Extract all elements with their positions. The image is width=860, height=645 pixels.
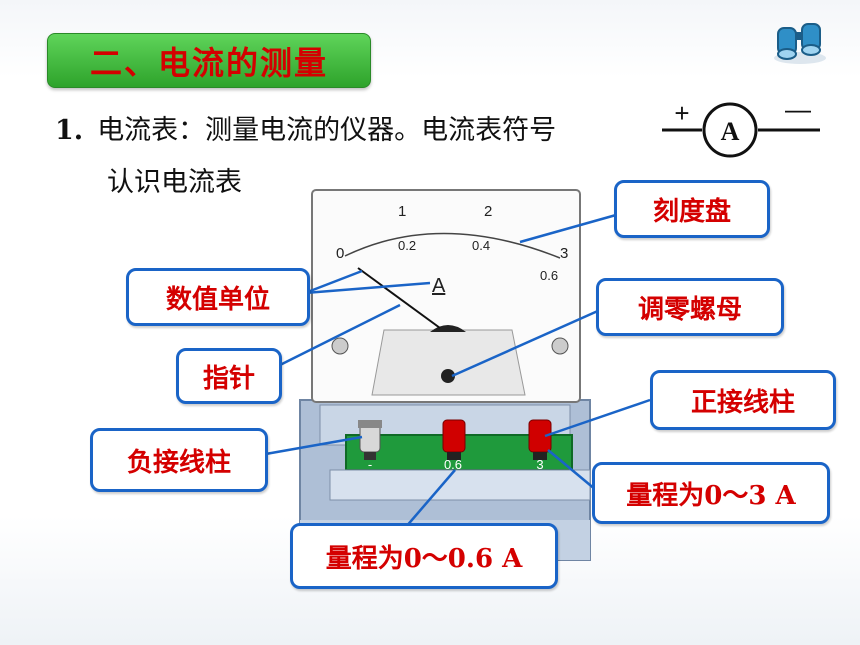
- scale-bottom-02: 0.2: [398, 238, 416, 253]
- range-terminal-0-6: [442, 419, 466, 460]
- callout-dial: 刻度盘: [614, 180, 770, 238]
- callout-pointer: 指针: [176, 348, 282, 404]
- subheading: 认识电流表: [107, 167, 242, 198]
- callout-range-large: 量程为0～3 A: [592, 462, 830, 524]
- item-line: 1. 电流表：测量电流的仪器。电流表符号: [55, 108, 556, 147]
- scale-top-0: 0: [336, 245, 344, 262]
- terminal-right-label: 3: [536, 457, 543, 472]
- scale-top-1: 1: [398, 203, 406, 220]
- callout-positive: 正接线柱: [650, 370, 836, 430]
- ammeter-symbol: + A —: [662, 96, 820, 158]
- scale-bottom-04: 0.4: [472, 238, 490, 253]
- symbol-letter: A: [721, 117, 740, 146]
- scale-bottom-06: 0.6: [540, 268, 558, 283]
- terminal-mid-label: 0.6: [444, 457, 462, 472]
- symbol-plus: +: [674, 98, 689, 128]
- section-title: 二、电流的测量: [47, 33, 371, 88]
- callout-unit: 数值单位: [126, 268, 310, 326]
- callout-zero-screw: 调零螺母: [596, 278, 784, 336]
- binoculars-icon: [774, 23, 826, 64]
- scale-top-2: 2: [484, 203, 492, 220]
- symbol-minus: —: [785, 96, 811, 124]
- range-terminal-3: [528, 419, 552, 460]
- item-number: 1.: [55, 115, 84, 146]
- callout-range-small: 量程为0～0.6 A: [290, 523, 558, 589]
- callout-negative: 负接线柱: [90, 428, 268, 492]
- scale-unit: A: [432, 275, 446, 297]
- item-text: 电流表：测量电流的仪器。电流表符号: [97, 115, 557, 146]
- terminal-minus-label: -: [368, 457, 372, 472]
- scale-top-3: 3: [560, 245, 568, 262]
